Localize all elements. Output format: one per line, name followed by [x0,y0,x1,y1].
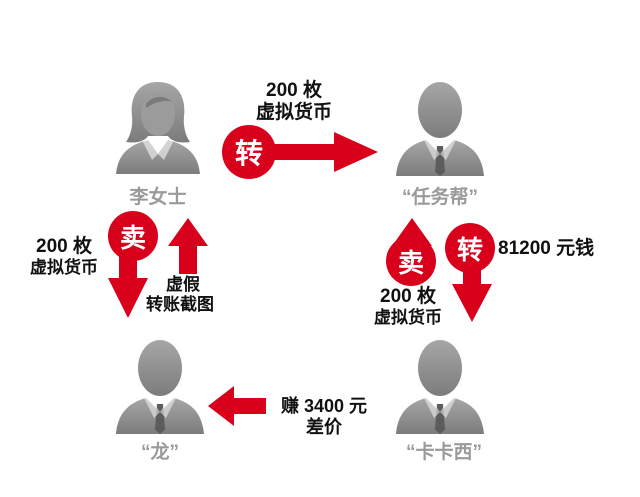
left-sell-badge: 卖 [108,211,158,261]
person-long-name: “龙” [140,442,179,463]
left-up-arrow-icon [168,218,208,274]
person-task-name: “任务帮” [401,187,478,208]
person-long-icon [112,334,208,434]
bottom-flow-unit: 差价 [306,416,342,437]
right-flow-amount: 200 枚 [380,286,436,307]
right-sell-badge: 卖 [386,236,436,286]
top-right-arrow-icon [236,132,378,172]
right-down-arrow-icon [452,236,492,322]
left-down-arrow-icon [108,228,148,318]
left-flow-unit: 虚拟货币 [30,257,98,277]
person-task-icon [392,76,488,176]
left-fake-line1: 虚假 [166,275,200,294]
person-kaxi-icon [392,334,488,434]
left-fake-line2: 转账截图 [146,294,214,314]
bottom-flow-profit: 赚 3400 元 [280,396,368,416]
left-flow-label: 200 枚 虚拟货币 [20,236,108,277]
left-fake-label: 虚假 转账截图 [146,275,214,314]
person-kaxi-name: “卡卡西” [405,442,482,463]
right-flow-label: 200 枚 虚拟货币 [356,286,460,327]
person-li-icon [112,78,204,174]
right-money-label: 81200 元钱 [498,238,595,259]
top-transfer-badge: 转 [222,125,276,179]
left-flow-amount: 200 枚 [36,236,92,257]
right-transfer-badge: 转 [445,223,495,273]
top-flow-amount: 200 枚 [266,80,322,101]
bottom-flow-label: 赚 3400 元 差价 [266,396,382,437]
top-flow-label: 200 枚 虚拟货币 [244,80,344,124]
right-flow-unit: 虚拟货币 [374,307,442,327]
top-flow-unit: 虚拟货币 [255,101,332,123]
bottom-left-arrow-icon [208,386,266,426]
person-li-name: 李女士 [129,187,187,208]
